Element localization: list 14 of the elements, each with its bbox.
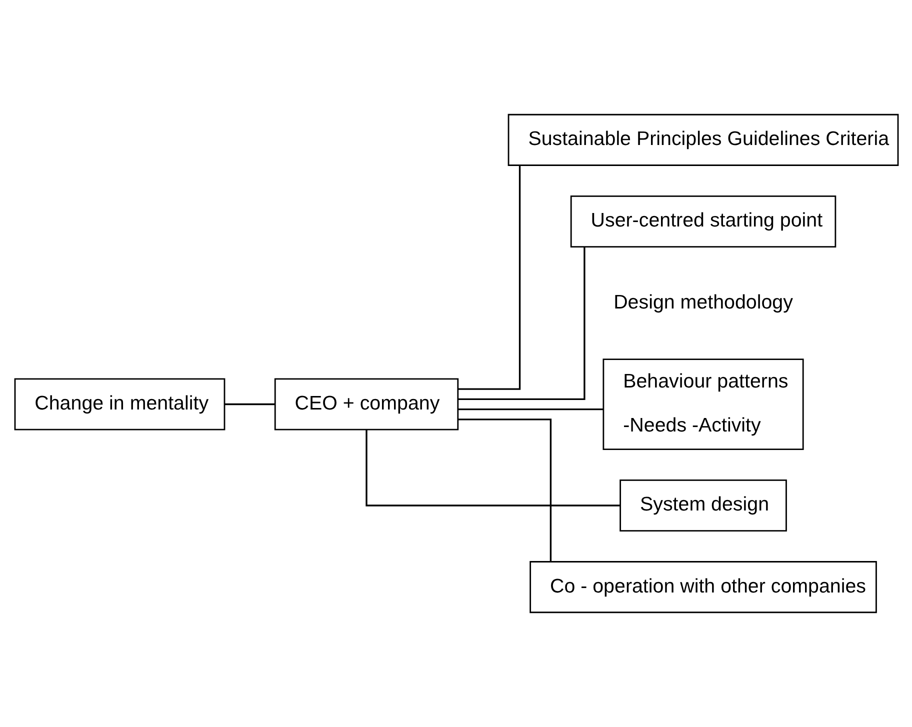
connector	[458, 408, 603, 410]
node-box: Change in mentality	[14, 378, 225, 430]
connector	[458, 418, 552, 562]
label: Design methodology	[613, 291, 792, 314]
node-box: Sustainable Principles Guidelines Criteria	[507, 114, 898, 166]
node-box: Co - operation with other companies	[529, 561, 876, 614]
connector	[365, 430, 620, 506]
connector	[458, 246, 585, 400]
connector	[224, 403, 274, 406]
node-box: Behaviour patterns -Needs -Activity	[602, 358, 804, 450]
node-box: CEO + company	[274, 378, 458, 430]
node-box: User-centred starting point	[570, 195, 836, 248]
node-box: System design	[619, 480, 786, 532]
connector	[458, 166, 520, 390]
